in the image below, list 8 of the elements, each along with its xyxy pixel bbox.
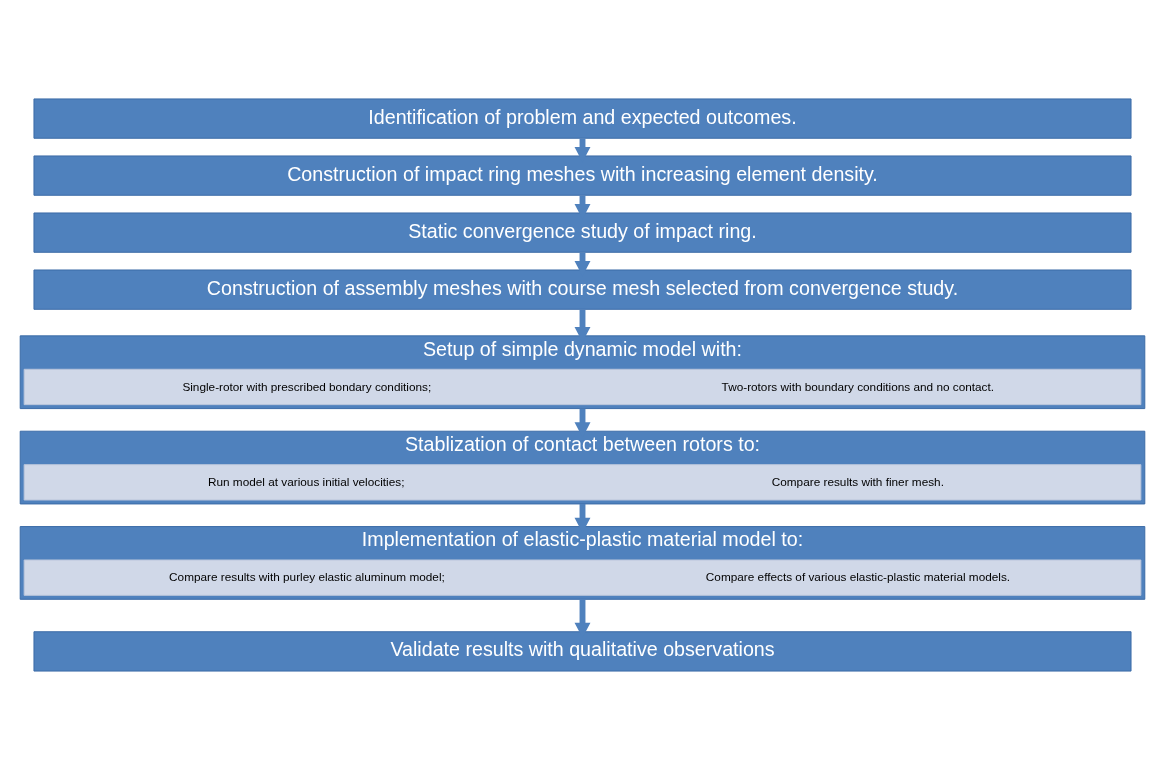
node-box: Construction of assembly meshes with course mesh selected from convergence study. [33, 269, 1132, 310]
node-box: Validate results with qualitative observations [33, 630, 1132, 672]
node-box: Static convergence study of impact ring. [33, 212, 1132, 253]
node-box: Construction of impact ring meshes with increasing element density. [33, 154, 1132, 196]
node-box: Compare results with purley elastic aluminum model; Compare effects of various elastic-plastic material models. [23, 559, 1142, 596]
node-box: Single-rotor with prescribed bondary conditions; Two-rotors with boundary conditions and no contact. [23, 368, 1142, 405]
node-box: Run model at various initial velocities; Compare results with finer mesh. [23, 463, 1142, 500]
node-box: Identification of problem and expected outcomes. [33, 97, 1132, 139]
